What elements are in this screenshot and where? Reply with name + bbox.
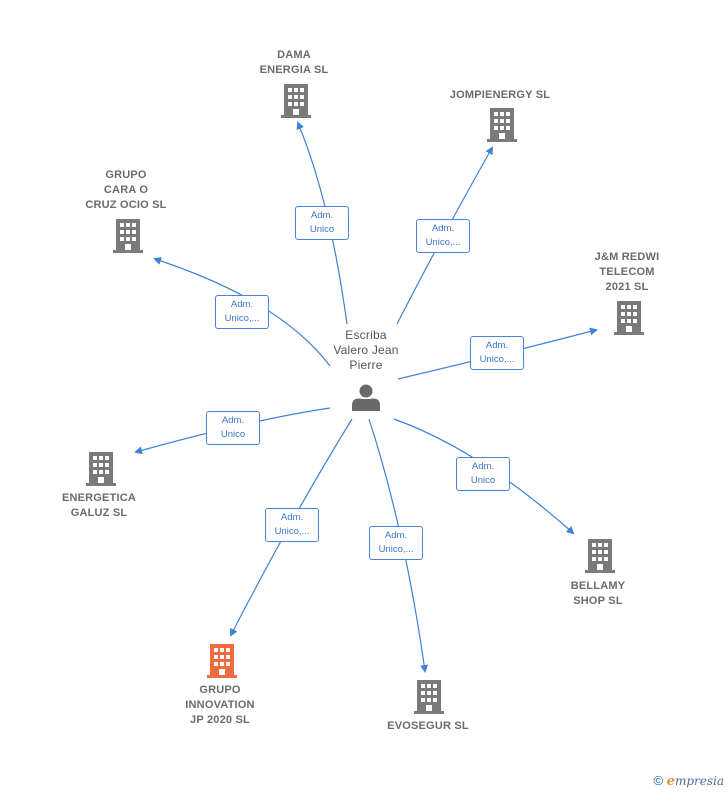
company-label-bellamy: BELLAMY SHOP SL <box>570 580 626 607</box>
role-badge-innovation[interactable]: Adm. Unico,... <box>265 508 319 542</box>
company-label-innovation: GRUPO INNOVATION JP 2020 SL <box>185 683 255 726</box>
copyright-icon: © <box>653 773 664 788</box>
role-badge-jm[interactable]: Adm. Unico,... <box>470 336 524 370</box>
building-icon-jm[interactable] <box>614 301 644 335</box>
company-label-evosegur: EVOSEGUR SL <box>387 719 469 732</box>
building-icon-jomp[interactable] <box>487 108 517 142</box>
footer-brand: © empresia <box>653 773 724 789</box>
company-label-energetica: ENERGETICA GALUZ SL <box>61 492 137 519</box>
empresia-logo-initial: e <box>666 774 675 789</box>
building-icon-evosegur[interactable] <box>414 680 444 714</box>
building-icon-dama[interactable] <box>281 84 311 118</box>
building-icon-innovation[interactable] <box>207 644 237 678</box>
role-badge-energetica[interactable]: Adm. Unico <box>206 411 260 445</box>
company-label-grupo_cara: GRUPO CARA O CRUZ OCIO SL <box>85 168 167 211</box>
person-icon[interactable] <box>352 384 380 412</box>
role-badge-evosegur[interactable]: Adm. Unico,... <box>369 526 423 560</box>
center-person-label: Escriba Valero Jean Pierre <box>333 327 399 372</box>
role-badge-bellamy[interactable]: Adm. Unico <box>456 457 510 491</box>
nodes <box>86 84 644 714</box>
company-label-dama: DAMA ENERGIA SL <box>259 49 329 76</box>
building-icon-energetica[interactable] <box>86 452 116 486</box>
building-icon-grupo_cara[interactable] <box>113 219 143 253</box>
role-badge-grupo_cara[interactable]: Adm. Unico,... <box>215 295 269 329</box>
building-icon-bellamy[interactable] <box>585 539 615 573</box>
company-label-jomp: JOMPIENERGY SL <box>449 88 551 101</box>
empresia-logo-text: mpresia <box>674 774 724 788</box>
company-label-jm: J&M REDWI TELECOM 2021 SL <box>594 250 660 293</box>
role-badge-dama[interactable]: Adm. Unico <box>295 206 349 240</box>
role-badge-jomp[interactable]: Adm. Unico,... <box>416 219 470 253</box>
